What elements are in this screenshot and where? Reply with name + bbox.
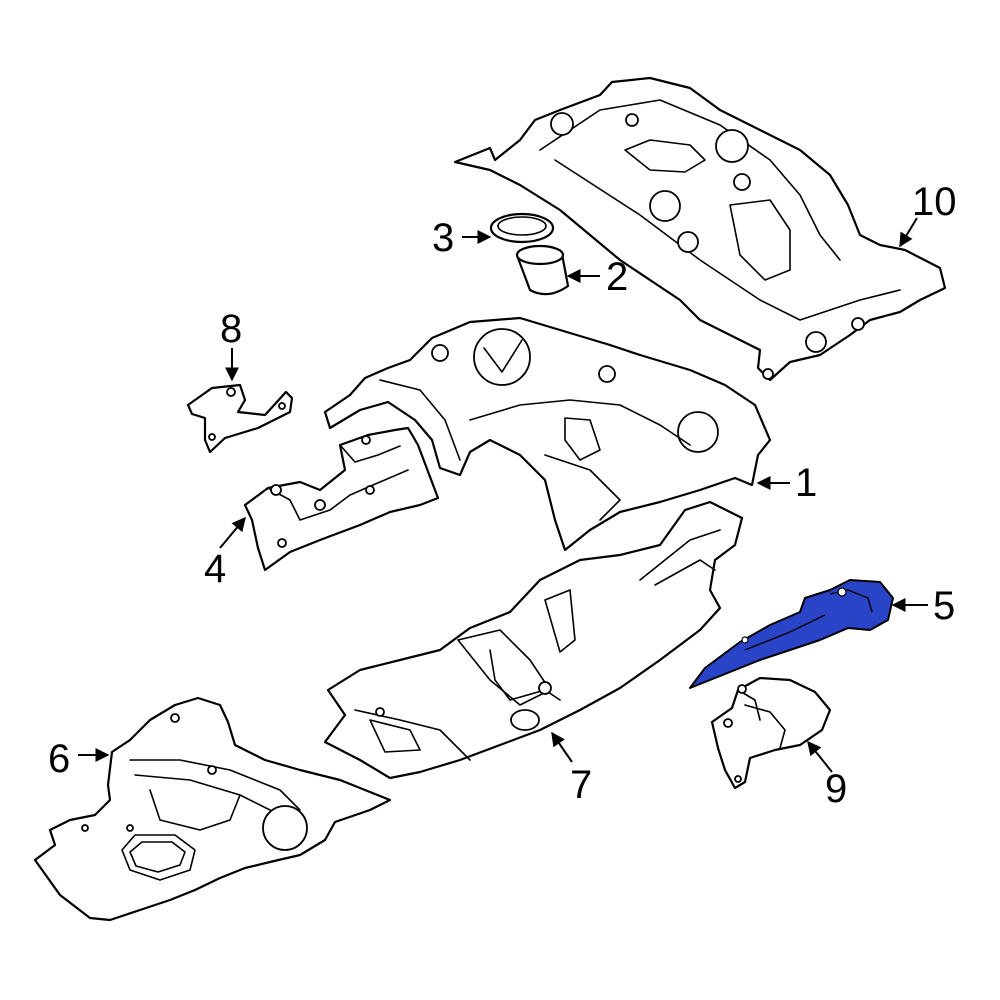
callout-9: 9 [825,767,847,811]
callout-6: 6 [48,737,70,781]
part-3-grommet[interactable] [489,212,555,244]
part-1-heat-shield[interactable] [323,316,772,552]
part-7-floor-shield[interactable] [323,500,744,780]
part-10-heat-shield[interactable] [453,76,947,382]
callout-4: 4 [204,547,226,591]
part-9-shield-bracket[interactable] [710,676,832,790]
part-6-floor-shield[interactable] [33,696,392,922]
part-4-side-shield[interactable] [243,426,440,572]
part-8-bracket[interactable] [186,383,294,454]
callout-8: 8 [220,307,242,351]
callout-2: 2 [606,255,628,299]
callout-3: 3 [432,216,454,260]
callout-1: 1 [795,461,817,505]
callout-leaders [78,217,928,773]
callout-10: 10 [912,180,957,224]
part-2-sleeve[interactable] [515,244,570,296]
part-5-heat-shield-highlighted[interactable] [689,579,894,689]
callout-7: 7 [570,763,592,807]
callout-5: 5 [933,584,955,628]
